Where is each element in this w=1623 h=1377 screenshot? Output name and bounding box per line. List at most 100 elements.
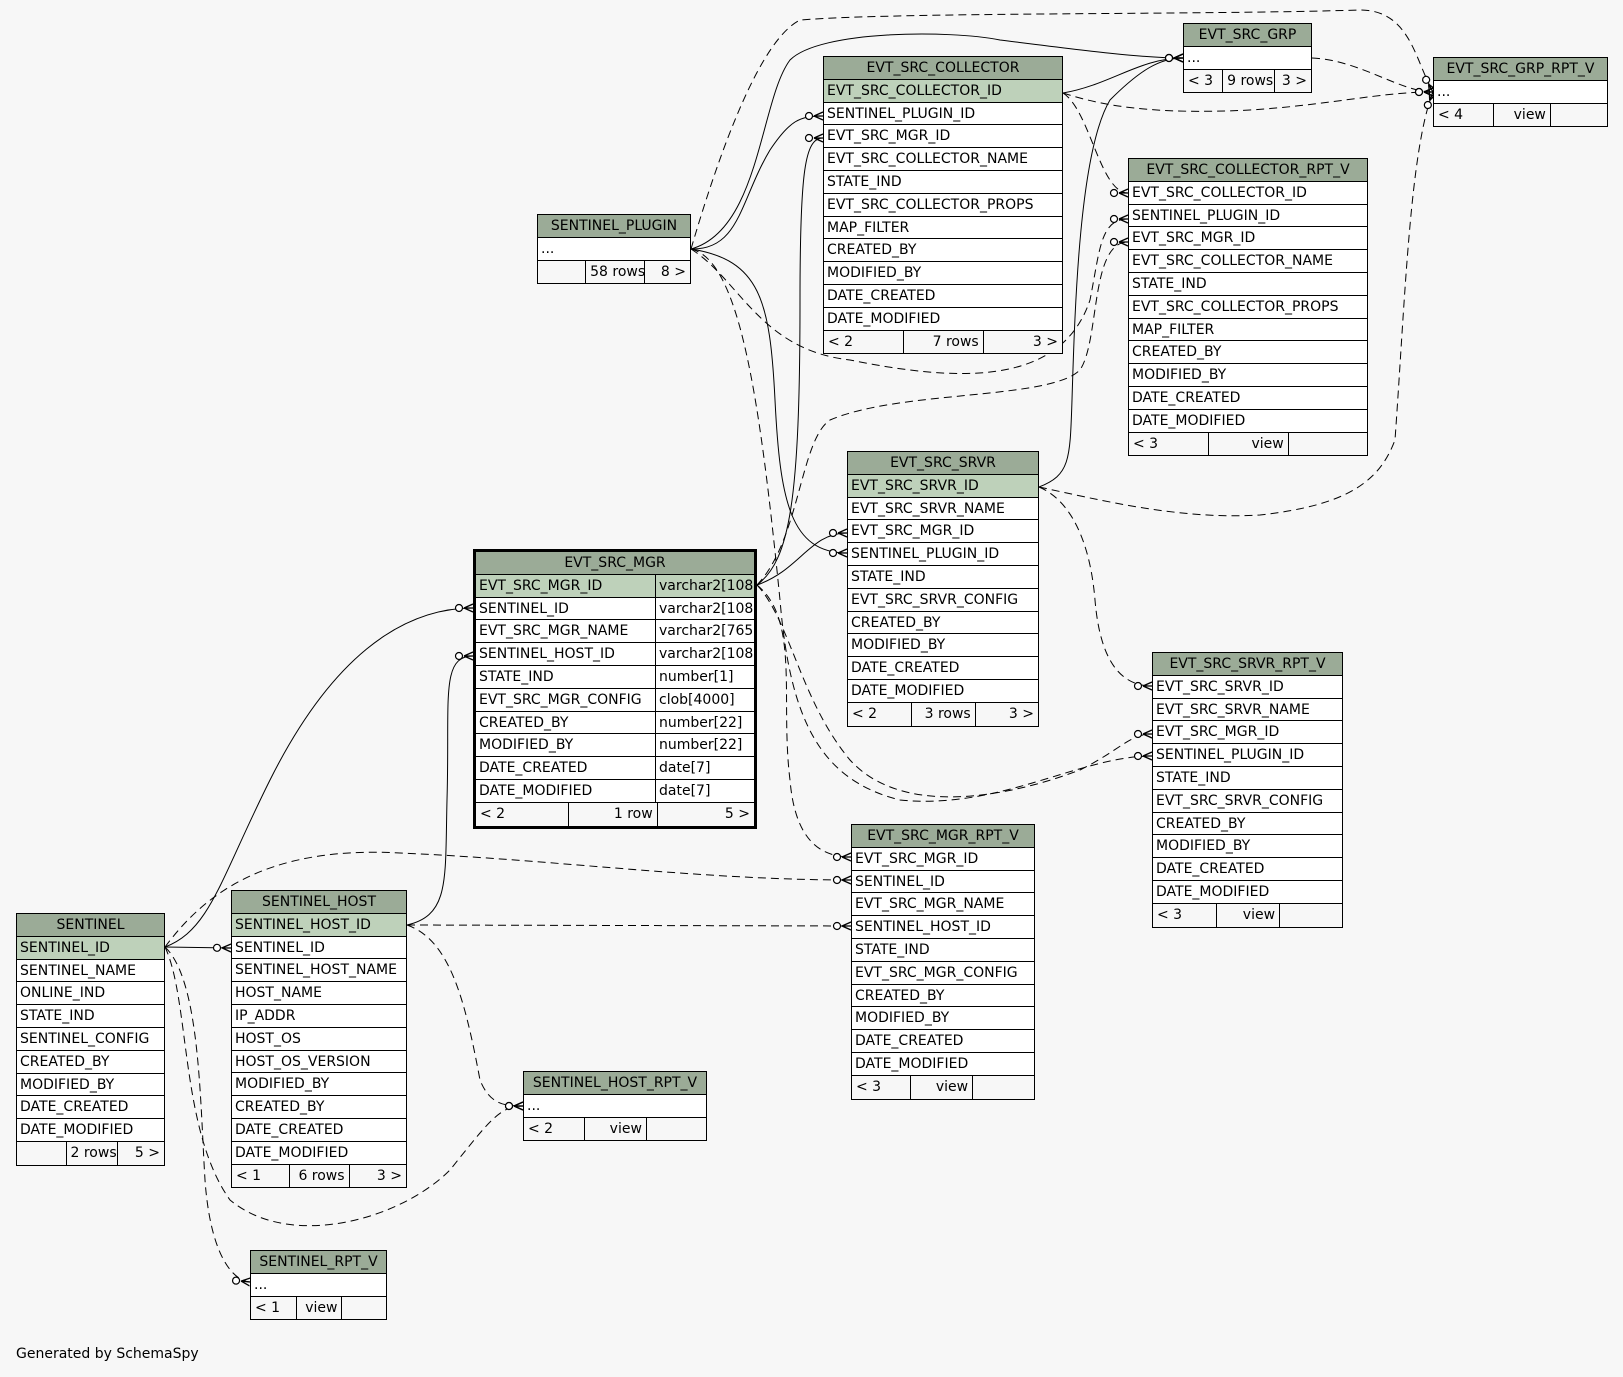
parents-link[interactable]: < 3 [1188, 72, 1214, 89]
column-row[interactable]: CREATED_BY [17, 1051, 164, 1074]
column-row[interactable]: SENTINEL_HOST_ID [232, 913, 406, 937]
column-row[interactable]: EVT_SRC_COLLECTOR_ID [824, 79, 1062, 103]
column-row[interactable]: MAP_FILTER [824, 217, 1062, 240]
column-row[interactable]: EVT_SRC_SRVR_CONFIG [848, 589, 1038, 612]
column-row[interactable]: EVT_SRC_COLLECTOR_PROPS [824, 194, 1062, 217]
column-row[interactable]: SENTINEL_PLUGIN_ID [1129, 205, 1367, 228]
column-row[interactable]: EVT_SRC_MGR_ID [824, 125, 1062, 149]
children-link[interactable] [341, 1296, 386, 1320]
column-row[interactable]: DATE_CREATED [848, 657, 1038, 680]
children-link[interactable] [1279, 903, 1342, 927]
table-title[interactable]: EVT_SRC_COLLECTOR_RPT_V [1129, 159, 1367, 182]
column-row[interactable]: HOST_OS_VERSION [232, 1051, 406, 1074]
column-row[interactable]: STATE_IND [1129, 273, 1367, 296]
column-row[interactable]: EVT_SRC_SRVR_ID [1153, 676, 1342, 699]
column-row[interactable]: HOST_NAME [232, 982, 406, 1005]
table-title[interactable]: SENTINEL [17, 914, 164, 937]
column-row[interactable]: SENTINEL_NAME [17, 960, 164, 983]
children-link[interactable]: 3 > [1274, 69, 1311, 93]
parents-link[interactable]: < 3 [1157, 906, 1183, 923]
column-row[interactable]: EVT_SRC_COLLECTOR_NAME [824, 148, 1062, 171]
column-row[interactable]: MODIFIED_BY [848, 634, 1038, 658]
parents-link[interactable]: < 2 [528, 1120, 554, 1137]
parents-link[interactable]: < 2 [480, 805, 506, 822]
column-row[interactable]: STATE_IND [824, 171, 1062, 194]
column-row[interactable]: MODIFIED_BY [1153, 835, 1342, 859]
column-row[interactable]: CREATED_BY [848, 612, 1038, 635]
children-link[interactable]: 5 > [656, 802, 754, 826]
table-title[interactable]: EVT_SRC_COLLECTOR [824, 57, 1062, 80]
column-row[interactable]: STATE_IND [1153, 767, 1342, 790]
column-row[interactable]: STATE_IND [17, 1005, 164, 1028]
collapsed-columns[interactable]: ... [1184, 47, 1311, 70]
column-row[interactable]: SENTINEL_HOST_NAME [232, 959, 406, 983]
column-row[interactable]: MODIFIED_BY [852, 1007, 1034, 1031]
column-row[interactable]: DATE_MODIFIED [848, 680, 1038, 703]
column-row[interactable]: SENTINEL_PLUGIN_ID [824, 103, 1062, 126]
column-row[interactable]: DATE_MODIFIED [1153, 881, 1342, 904]
column-row[interactable]: SENTINEL_ID [852, 871, 1034, 894]
collapsed-columns[interactable]: ... [538, 238, 690, 261]
children-link[interactable]: 3 > [348, 1164, 406, 1188]
column-row[interactable]: SENTINEL_ID [232, 937, 406, 960]
table-title[interactable]: EVT_SRC_GRP [1184, 24, 1311, 47]
column-row[interactable]: DATE_MODIFIED [824, 308, 1062, 331]
column-row[interactable]: EVT_SRC_MGR_ID [848, 520, 1038, 544]
column-row[interactable]: SENTINEL_HOST_ID [852, 916, 1034, 939]
column-row[interactable]: STATE_IND [848, 566, 1038, 589]
column-row[interactable]: HOST_OS [232, 1028, 406, 1051]
column-row[interactable]: EVT_SRC_MGR_ID [852, 848, 1034, 871]
parents-link[interactable]: < 2 [852, 705, 878, 722]
children-link[interactable]: 8 > [644, 260, 690, 284]
table-title[interactable]: EVT_SRC_SRVR_RPT_V [1153, 653, 1342, 676]
parents-link[interactable]: < 4 [1438, 106, 1464, 123]
table-title[interactable]: EVT_SRC_MGR_RPT_V [852, 825, 1034, 848]
column-row[interactable]: SENTINEL_PLUGIN_ID [1153, 744, 1342, 767]
column-row[interactable]: DATE_CREATED [852, 1030, 1034, 1053]
parents-link[interactable]: < 1 [236, 1167, 262, 1184]
children-link[interactable]: 3 > [982, 330, 1062, 354]
column-row[interactable]: EVT_SRC_MGR_ID [1153, 721, 1342, 745]
column-row[interactable]: EVT_SRC_SRVR_ID [848, 474, 1038, 498]
children-link[interactable]: 3 > [974, 702, 1038, 726]
column-row[interactable]: DATE_CREATED [17, 1096, 164, 1120]
table-title[interactable]: EVT_SRC_GRP_RPT_V [1434, 58, 1607, 81]
parents-link[interactable]: < 3 [1133, 435, 1159, 452]
table-title[interactable]: EVT_SRC_MGR [476, 552, 754, 575]
parents-link[interactable] [17, 1142, 66, 1165]
column-row[interactable]: DATE_CREATED [232, 1119, 406, 1142]
column-row[interactable]: MODIFIED_BY [1129, 364, 1367, 387]
column-row[interactable]: EVT_SRC_MGR_ID [1129, 227, 1367, 251]
table-title[interactable]: SENTINEL_HOST_RPT_V [524, 1072, 706, 1095]
column-row[interactable]: CREATED_BY [232, 1096, 406, 1119]
column-row[interactable]: STATE_IND [852, 939, 1034, 962]
column-row[interactable]: DATE_MODIFIED [1129, 410, 1367, 433]
column-row[interactable]: EVT_SRC_COLLECTOR_ID [1129, 182, 1367, 205]
children-link[interactable] [972, 1075, 1034, 1099]
column-row[interactable]: DATE_CREATED [1153, 858, 1342, 881]
column-row[interactable]: SENTINEL_CONFIG [17, 1028, 164, 1051]
parents-link[interactable]: < 2 [828, 333, 854, 350]
column-row[interactable]: DATE_CREATED [824, 285, 1062, 308]
table-title[interactable]: SENTINEL_RPT_V [251, 1251, 386, 1274]
children-link[interactable] [645, 1117, 706, 1141]
column-row[interactable]: DATE_MODIFIED [852, 1053, 1034, 1076]
column-row[interactable]: EVT_SRC_SRVR_CONFIG [1153, 790, 1342, 813]
column-row[interactable]: MODIFIED_BY [232, 1073, 406, 1097]
column-row[interactable]: DATE_MODIFIED [232, 1142, 406, 1165]
children-link[interactable] [1287, 432, 1367, 456]
column-row[interactable]: CREATED_BY [1153, 813, 1342, 836]
collapsed-columns[interactable]: ... [1434, 81, 1607, 104]
column-row[interactable]: EVT_SRC_COLLECTOR_NAME [1129, 250, 1367, 273]
